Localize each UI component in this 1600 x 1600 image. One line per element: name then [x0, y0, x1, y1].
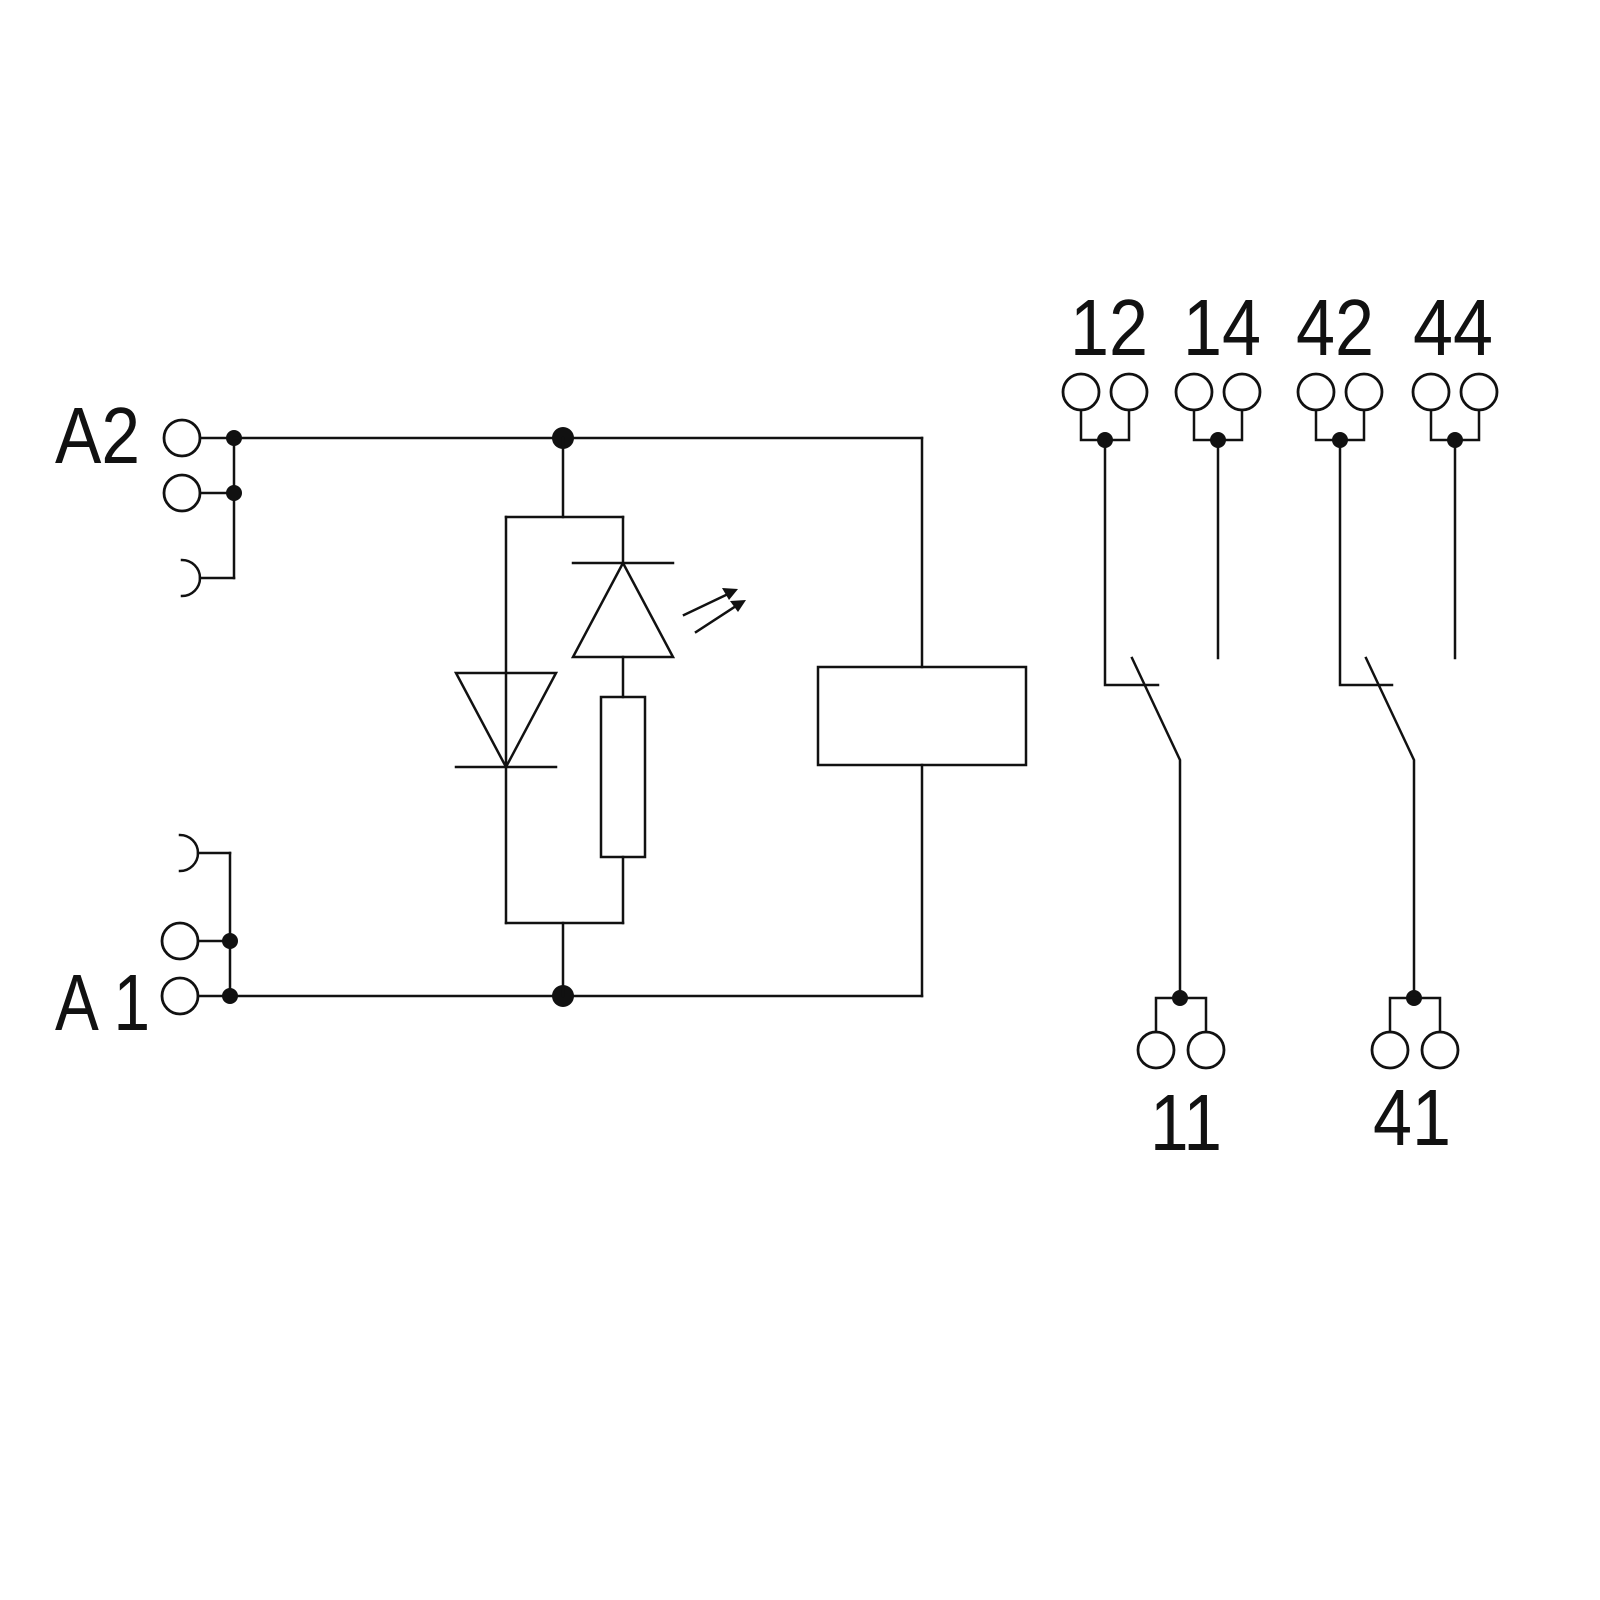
label-a1: A 1	[55, 958, 150, 1047]
terminal-42-2[interactable]	[1344, 372, 1384, 412]
label-41: 41	[1373, 1073, 1451, 1162]
label-14: 14	[1183, 283, 1261, 372]
label-a2: A2	[55, 391, 140, 480]
terminal-41-1[interactable]	[1370, 1030, 1410, 1070]
terminal-12-1[interactable]	[1061, 372, 1101, 412]
terminal-group-a1	[160, 833, 238, 1016]
junction-dot	[222, 933, 238, 949]
terminal-14-2[interactable]	[1222, 372, 1262, 412]
terminal-a2-2[interactable]	[162, 473, 202, 513]
changeover-blade-11	[1130, 656, 1182, 1000]
terminal-42-1[interactable]	[1296, 372, 1336, 412]
nc-contact-42	[1338, 438, 1394, 687]
terminal-14-1[interactable]	[1174, 372, 1214, 412]
terminal-41-2[interactable]	[1420, 1030, 1460, 1070]
coil-protection-network	[453, 436, 746, 998]
label-44: 44	[1413, 283, 1493, 372]
supply-rails	[228, 427, 924, 1007]
nc-contact-12	[1103, 438, 1160, 687]
terminal-44-2[interactable]	[1459, 372, 1499, 412]
terminal-a1-2[interactable]	[160, 976, 200, 1016]
freewheel-diode-icon	[453, 671, 559, 770]
terminal-a1-bridge-cup	[178, 833, 200, 873]
label-42: 42	[1296, 283, 1374, 372]
led-icon	[570, 560, 746, 659]
terminal-44-1[interactable]	[1411, 372, 1451, 412]
contact-set-4	[1296, 372, 1499, 1070]
terminal-12-2[interactable]	[1109, 372, 1149, 412]
terminal-a2-bridge-cup	[180, 558, 202, 598]
terminal-a2-1[interactable]	[162, 418, 202, 458]
terminal-11-2[interactable]	[1186, 1030, 1226, 1070]
resistor-icon	[599, 695, 647, 859]
terminal-group-a2	[162, 418, 242, 598]
terminal-a1-1[interactable]	[160, 921, 200, 961]
junction-dot	[226, 485, 242, 501]
relay-coil	[816, 665, 1028, 767]
label-12: 12	[1070, 283, 1148, 372]
terminal-11-1[interactable]	[1136, 1030, 1176, 1070]
contact-set-1	[1061, 372, 1262, 1070]
changeover-blade-41	[1364, 656, 1416, 1000]
label-11: 11	[1150, 1078, 1222, 1167]
